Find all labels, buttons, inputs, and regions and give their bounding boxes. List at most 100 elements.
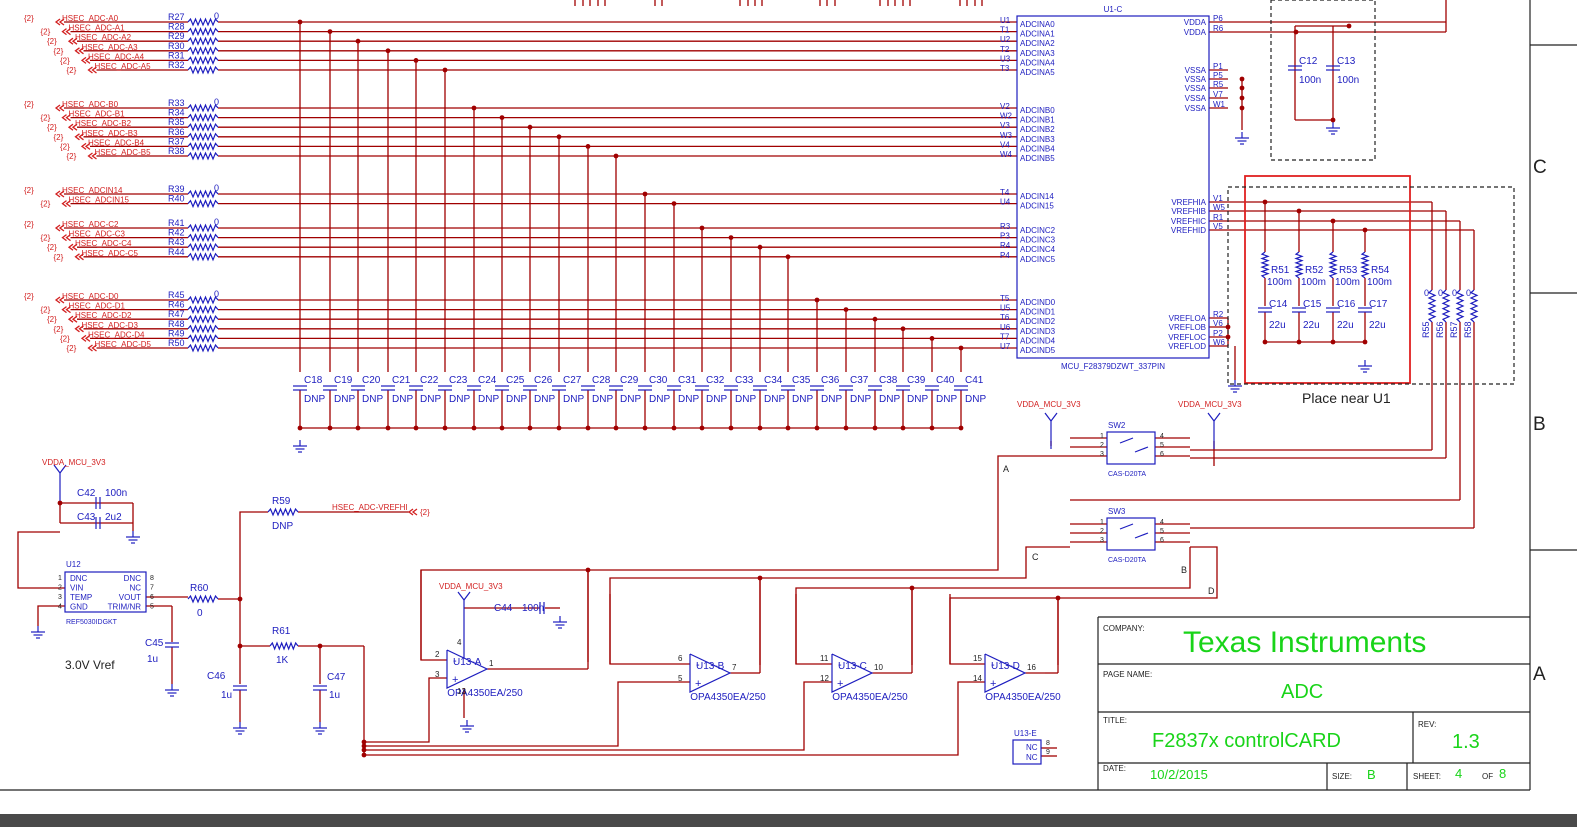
resistor-ref: R33: [168, 98, 185, 108]
resistor-symbol: [1469, 289, 1479, 323]
junction-dot: [1225, 334, 1231, 340]
opamp-pos-wire: [364, 681, 832, 751]
resistor-symbol: [187, 65, 219, 75]
resistor-symbol: [187, 103, 219, 113]
junction-dot: [1293, 29, 1299, 35]
junction-dot: [929, 336, 935, 341]
junction-dot: [1239, 95, 1245, 101]
net-label: HSEC_ADCIN15: [69, 196, 130, 205]
capacitor-ref: C21: [392, 375, 411, 386]
capacitor-ref: C20: [362, 375, 381, 386]
sheet-ref: {2}: [54, 133, 64, 142]
capacitor-ref: C16: [1337, 299, 1356, 310]
mcu-pin-number: R2: [1213, 310, 1224, 319]
mcu-pin-signal: VREFLOB: [1169, 323, 1206, 332]
mcu-pin-signal: VREFLOA: [1169, 314, 1207, 323]
ic-pin-number: 5: [150, 604, 154, 611]
junction-dot: [843, 425, 849, 431]
resistor-ref: R45: [168, 290, 185, 300]
switch-pin: 5: [1160, 442, 1164, 449]
vref-note: 3.0V Vref: [65, 658, 115, 672]
ic-pin-number: 7: [150, 585, 154, 592]
mcu-pin-signal: ADCINB3: [1020, 135, 1055, 144]
capacitor-value: DNP: [879, 394, 900, 405]
mcu-pin-number: R3: [1000, 222, 1011, 231]
mcu-pin-number: R6: [1213, 24, 1224, 33]
net-c-wire: [759, 546, 1070, 665]
resistor-symbol: [187, 189, 219, 199]
sheet-ref: {2}: [24, 14, 34, 23]
capacitor-ref: C13: [1337, 56, 1356, 67]
capacitor-ref: C27: [563, 375, 582, 386]
sheet-ref: {2}: [41, 234, 51, 243]
resistor-symbol: [187, 17, 219, 27]
junction-dot: [1346, 23, 1352, 29]
net-arrow: [407, 508, 414, 516]
mcu-pin-number: V3: [1000, 121, 1010, 130]
resistor-value: 100m: [1301, 277, 1326, 288]
vref-dashed-box: [1227, 186, 1515, 385]
capacitor-value: DNP: [965, 394, 986, 405]
mcu-body: [1016, 15, 1210, 359]
net-label: HSEC_ADC-A5: [95, 62, 152, 71]
resistor-symbol: [187, 132, 219, 142]
switch-pin: 6: [1160, 451, 1164, 458]
rev-label: REV:: [1418, 720, 1436, 729]
net-arrow: [84, 56, 91, 64]
sheet-ref: {2}: [47, 243, 57, 252]
net-label: HSEC_ADC-C5: [82, 249, 139, 258]
net-label: HSEC_ADC-D1: [69, 302, 126, 311]
opamp-minus: -: [696, 659, 700, 671]
u13e-ref: U13-E: [1014, 729, 1037, 738]
capacitor-ref: C40: [936, 375, 955, 386]
u13a-fb: [420, 569, 588, 660]
resistor-symbol: [187, 113, 219, 123]
junction-dot: [361, 739, 367, 745]
resistor-ref: R37: [168, 136, 185, 146]
capacitor-value: DNP: [592, 394, 613, 405]
capacitor-ref: C32: [706, 375, 725, 386]
opamp-minus: -: [453, 655, 457, 667]
mcu-pin-number: T4: [1000, 188, 1010, 197]
net-label: HSEC_ADC-B2: [75, 119, 132, 128]
capacitor-value: DNP: [821, 394, 842, 405]
switch-body: [1106, 517, 1156, 551]
net-letter: B: [1181, 565, 1187, 575]
u13b-fb: [609, 577, 760, 664]
resistor-ref: R57: [1449, 321, 1459, 338]
switch-pin: 2: [1100, 528, 1104, 535]
capacitor-value: 1u: [221, 690, 232, 701]
opamp-part: OPA4350EA/250: [690, 692, 766, 703]
size-label: SIZE:: [1332, 772, 1352, 781]
mcu-pin-signal: ADCINC3: [1020, 236, 1056, 245]
mcu-pin-number: U4: [1000, 198, 1011, 207]
junction-dot: [1330, 117, 1336, 123]
capacitor-value: 22u: [1369, 320, 1386, 331]
net-label: HSEC_ADC-A3: [82, 43, 139, 52]
net-arrow: [61, 28, 67, 36]
junction-dot: [929, 425, 935, 431]
net-label: HSEC_ADC-B5: [95, 148, 152, 157]
capacitor-value: DNP: [392, 394, 413, 405]
junction-dot: [785, 254, 791, 260]
mcu-pin-number: W4: [1000, 150, 1013, 159]
ic-pin-number: 2: [58, 585, 62, 592]
sheet-ref: {2}: [67, 152, 77, 161]
net-arrow: [74, 253, 80, 261]
sheet-size: B: [1367, 767, 1376, 782]
mcu-pin-number: T7: [1000, 332, 1010, 341]
resistor-value: 100m: [1367, 277, 1392, 288]
of-label: OF: [1482, 772, 1493, 781]
junction-dot: [900, 425, 906, 431]
opamp-plus: +: [990, 678, 996, 690]
zone-c: C: [1533, 157, 1547, 178]
switch-lever: [1134, 532, 1149, 539]
resistor-symbol: [1427, 289, 1437, 323]
sheet-ref: {2}: [47, 315, 57, 324]
opamp-ref: U13-D: [991, 661, 1020, 672]
resistor-symbol: [187, 324, 219, 334]
capacitor-value: DNP: [420, 394, 441, 405]
switch-part: CAS-D20TA: [1108, 471, 1146, 478]
capacitor-ref: C44: [494, 603, 513, 614]
junction-dot: [499, 115, 505, 120]
